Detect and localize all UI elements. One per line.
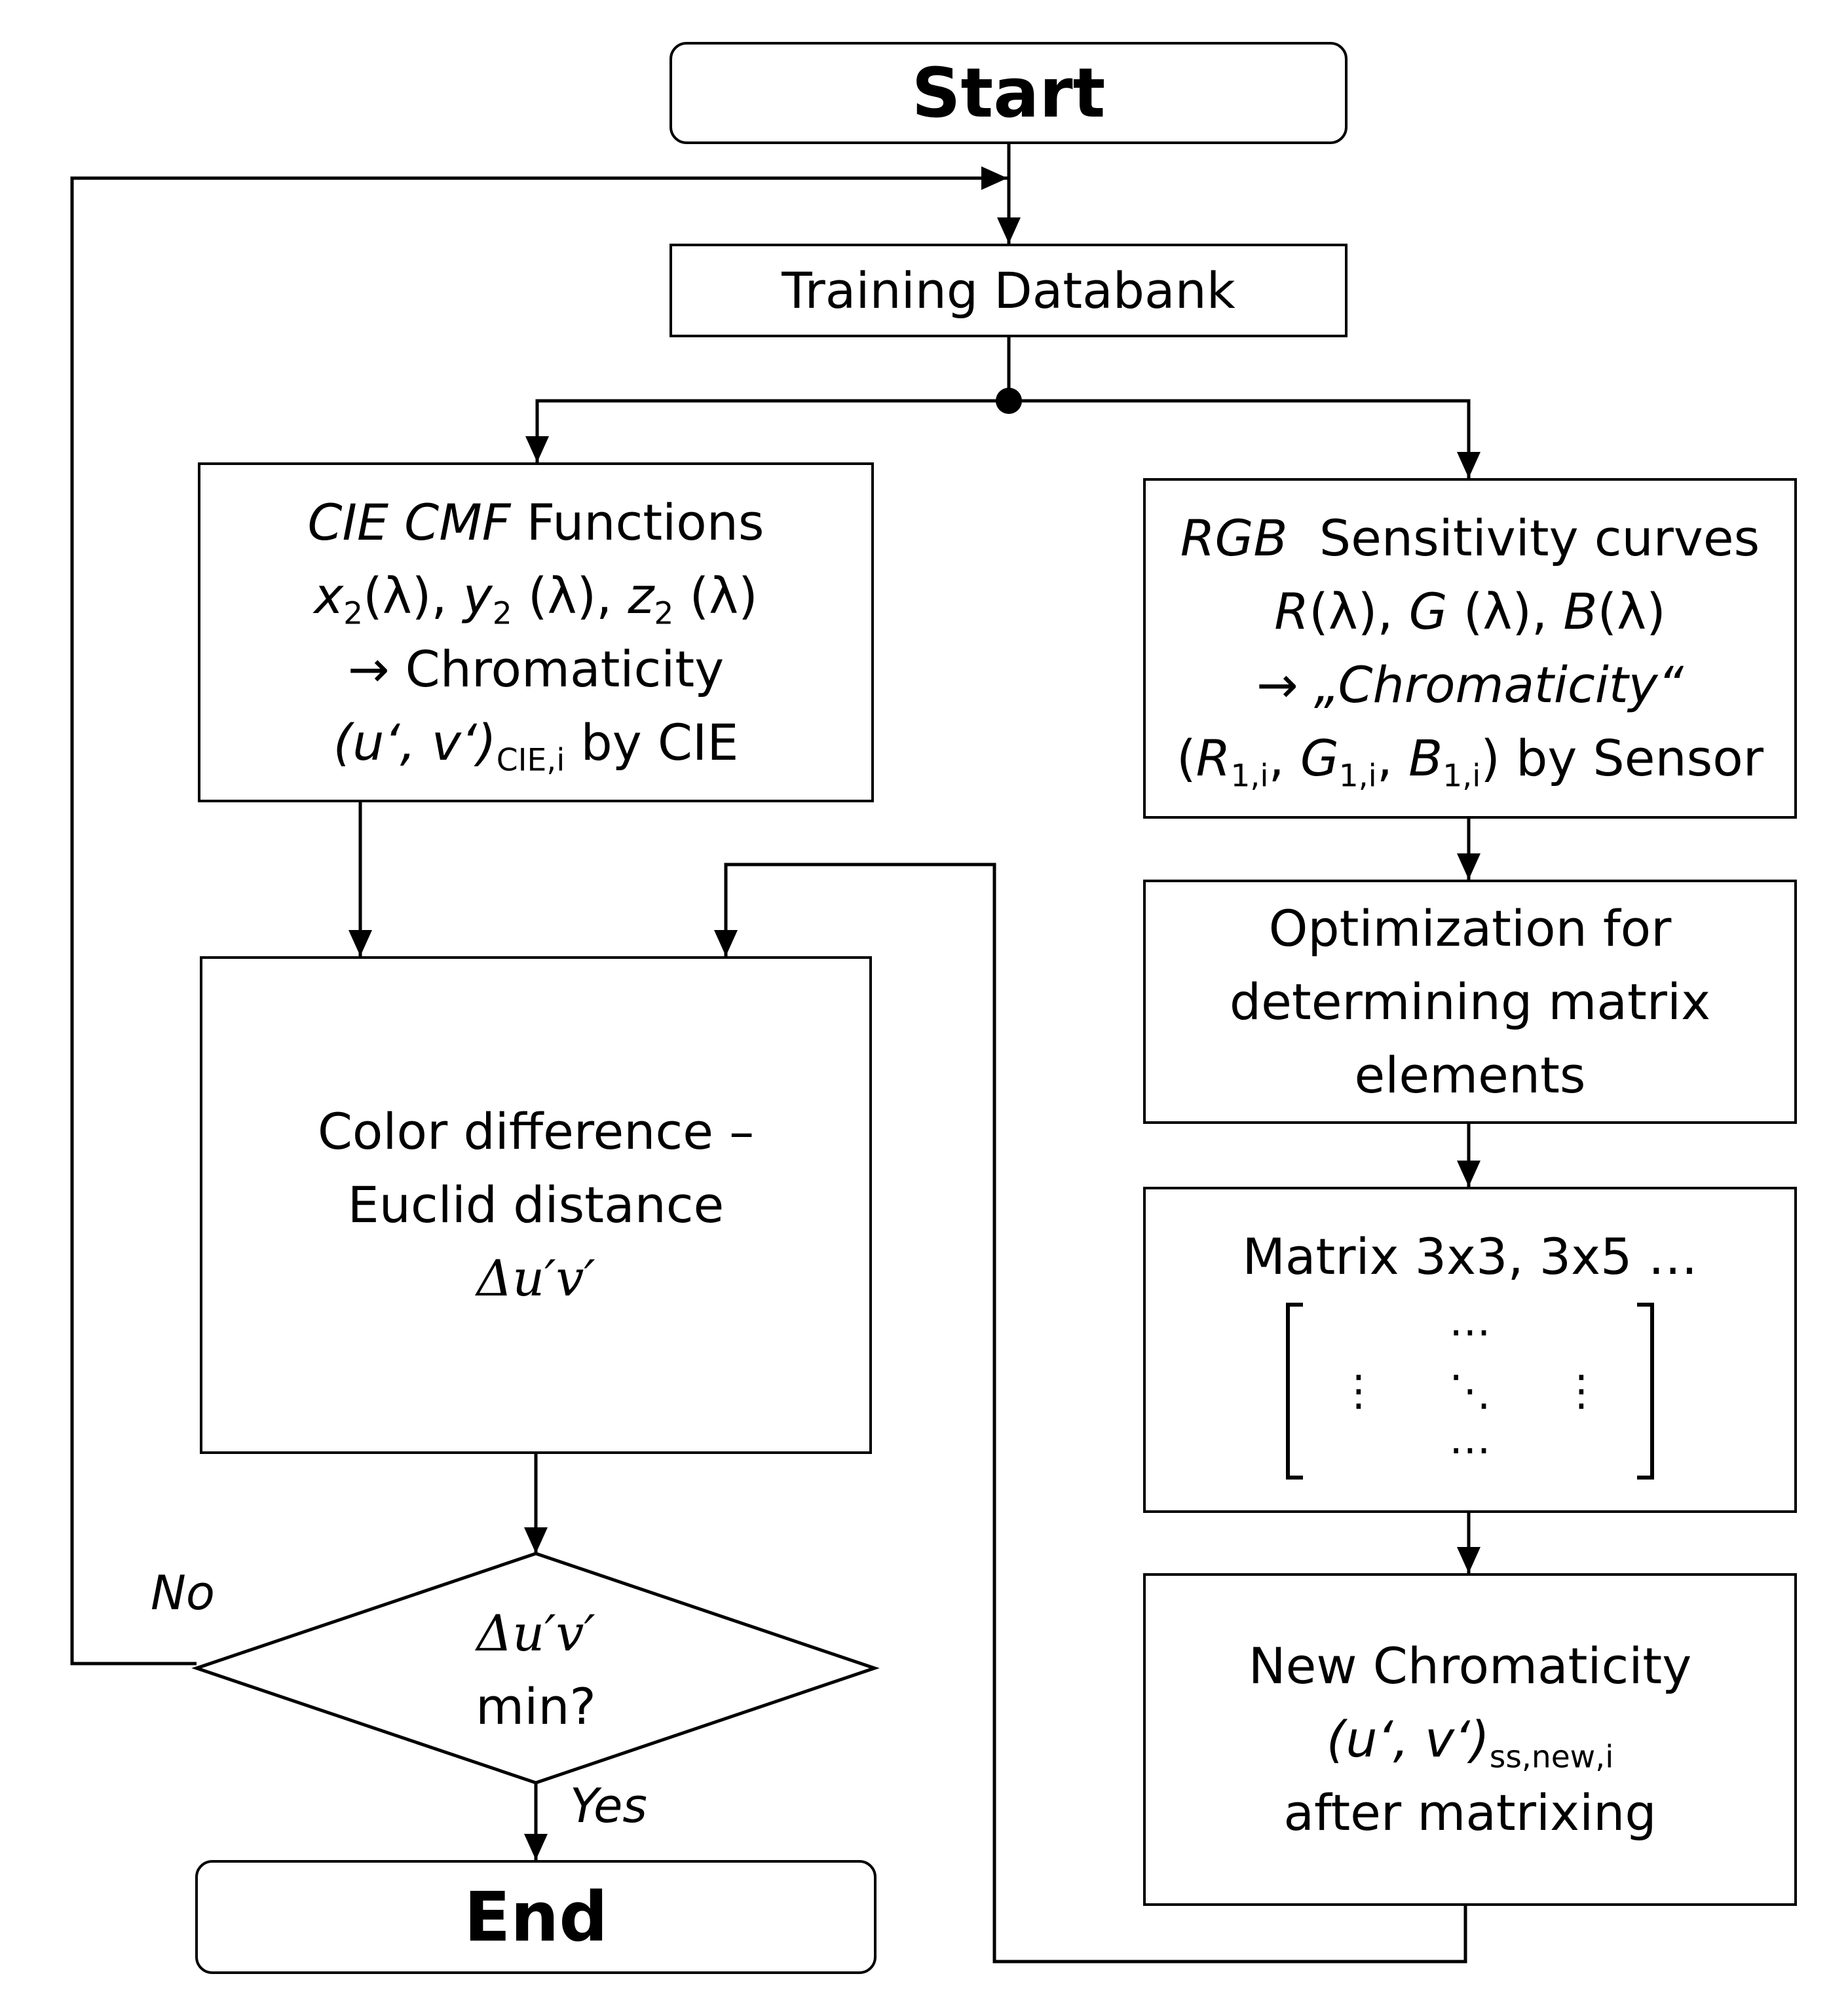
colordiff-line-2: Euclid distance [347,1176,725,1234]
end-node: End [195,1860,877,1974]
training-databank-box: Training Databank [669,244,1348,337]
rgb-sensitivity-box: RGB Sensitivity curves R(λ), G (λ), B(λ)… [1143,478,1797,819]
matrix-grid: ⋯ ⋮ ⋱ ⋮ ⋯ [1303,1303,1637,1480]
cie-uv-subscript: CIE,i [496,741,565,778]
decision-diamond [191,1552,880,1785]
cie-line-1: CIE CMF Functions [307,486,764,559]
rgb-arrow: → [1256,656,1314,714]
newchrom-line-3: after matrixing [1283,1783,1657,1842]
colordiff-line-1: Color difference – [317,1102,755,1161]
z-subscript: 2 [654,595,674,631]
rgb-chromaticity-quoted: „Chromaticity“ [1313,656,1684,714]
g1-subscript: 1,i [1338,758,1377,794]
end-label: End [464,1877,608,1957]
cie-line-3: → Chromaticity [347,639,725,698]
cie-cmf-italic: CIE CMF [307,493,511,551]
decision-min: min? [476,1677,596,1736]
x-lambda: (λ), [363,566,463,625]
arrow-split-to-cie [525,399,1009,462]
newchrom-line-1: New Chromaticity [1248,1637,1692,1695]
z-lambda: (λ) [673,566,758,625]
g-lambda: (λ), [1447,582,1564,641]
rgb-line-1: RGB Sensitivity curves [1180,502,1760,575]
new-uv-symbol: (u‘, v‘) [1326,1710,1490,1768]
newchrom-line-2: (u‘, v‘)ss,new,i [1327,1703,1614,1776]
r1-subscript: 1,i [1230,758,1269,794]
right-bracket [1637,1303,1654,1480]
label-no: No [151,1565,215,1620]
g1-symbol: G [1300,729,1339,787]
rgb-by-sensor: ) by Sensor [1480,729,1763,787]
y-symbol: y [462,566,493,625]
b-symbol: B [1563,582,1598,641]
matrix-glyph: ⋯ ⋮ ⋱ ⋮ ⋯ [1286,1303,1654,1480]
rgb-comma-2: , [1376,729,1409,787]
cie-uv-rest: by CIE [565,713,739,772]
arrow-feedback-newchrom-to-colordiff [714,863,1467,1964]
r-symbol: R [1274,582,1310,641]
b1-subscript: 1,i [1443,758,1481,794]
rgb-paren-open: ( [1176,729,1196,787]
arrow-split-to-rgb [1009,399,1480,478]
new-uv-subscript: ss,new,i [1489,1739,1614,1776]
opt-line-3: elements [1354,1045,1586,1104]
bottom-hdots: ⋯ [1449,1426,1491,1474]
opt-line-1: Optimization for [1268,899,1672,958]
color-difference-box: Color difference – Euclid distance Δu′v′ [200,956,872,1454]
x-symbol: x [314,566,344,625]
cie-uv-symbol: (u‘, v‘) [333,713,497,772]
b-lambda: (λ) [1597,582,1666,641]
r1-symbol: R [1196,729,1231,787]
decision-formula: Δu′v′ [476,1604,595,1662]
cie-line-2: x2(λ), y2 (λ), z2 (λ) [314,559,758,633]
y-lambda: (λ), [512,566,628,625]
cie-functions-text: Functions [526,493,764,551]
rgb-line-4: (R1,i, G1,i, B1,i) by Sensor [1177,722,1763,795]
g-symbol: G [1408,582,1448,641]
top-hdots: ⋯ [1449,1308,1491,1356]
opt-line-2: determining matrix [1229,972,1711,1031]
training-label: Training Databank [782,261,1235,320]
rgb-line-3: → „Chromaticity“ [1256,648,1684,722]
matrix-box: Matrix 3x3, 3x5 … ⋯ ⋮ ⋱ ⋮ ⋯ [1143,1187,1797,1513]
cie-line-4: (u‘, v‘)CIE,i by CIE [333,706,739,779]
arrow-loop-no [70,166,1008,1666]
optimization-box: Optimization for determining matrix elem… [1143,880,1797,1124]
left-vdots: ⋮ [1338,1367,1380,1415]
r-lambda: (λ), [1309,582,1409,641]
center-ddots: ⋱ [1449,1367,1491,1415]
z-symbol: z [628,566,654,625]
left-bracket [1286,1303,1303,1480]
cie-cmf-box: CIE CMF Functions x2(λ), y2 (λ), z2 (λ) … [198,462,874,802]
rgb-italic: RGB [1180,509,1288,567]
b1-symbol: B [1408,729,1443,787]
label-yes: Yes [570,1778,647,1833]
new-chromaticity-box: New Chromaticity (u‘, v‘)ss,new,i after … [1143,1573,1797,1906]
colordiff-formula: Δu′v′ [476,1249,595,1307]
decision-text: Δu′v′ min? [367,1598,705,1742]
x-subscript: 2 [343,595,364,631]
right-vdots: ⋮ [1560,1367,1602,1415]
rgb-sensitivity-text: Sensitivity curves [1319,509,1760,567]
rgb-line-2: R(λ), G (λ), B(λ) [1274,575,1666,648]
matrix-title: Matrix 3x3, 3x5 … [1242,1227,1698,1286]
start-label: Start [911,53,1106,133]
rgb-comma-1: , [1268,729,1300,787]
split-junction-dot [996,388,1022,414]
start-node: Start [669,42,1348,144]
y-subscript: 2 [492,595,512,631]
